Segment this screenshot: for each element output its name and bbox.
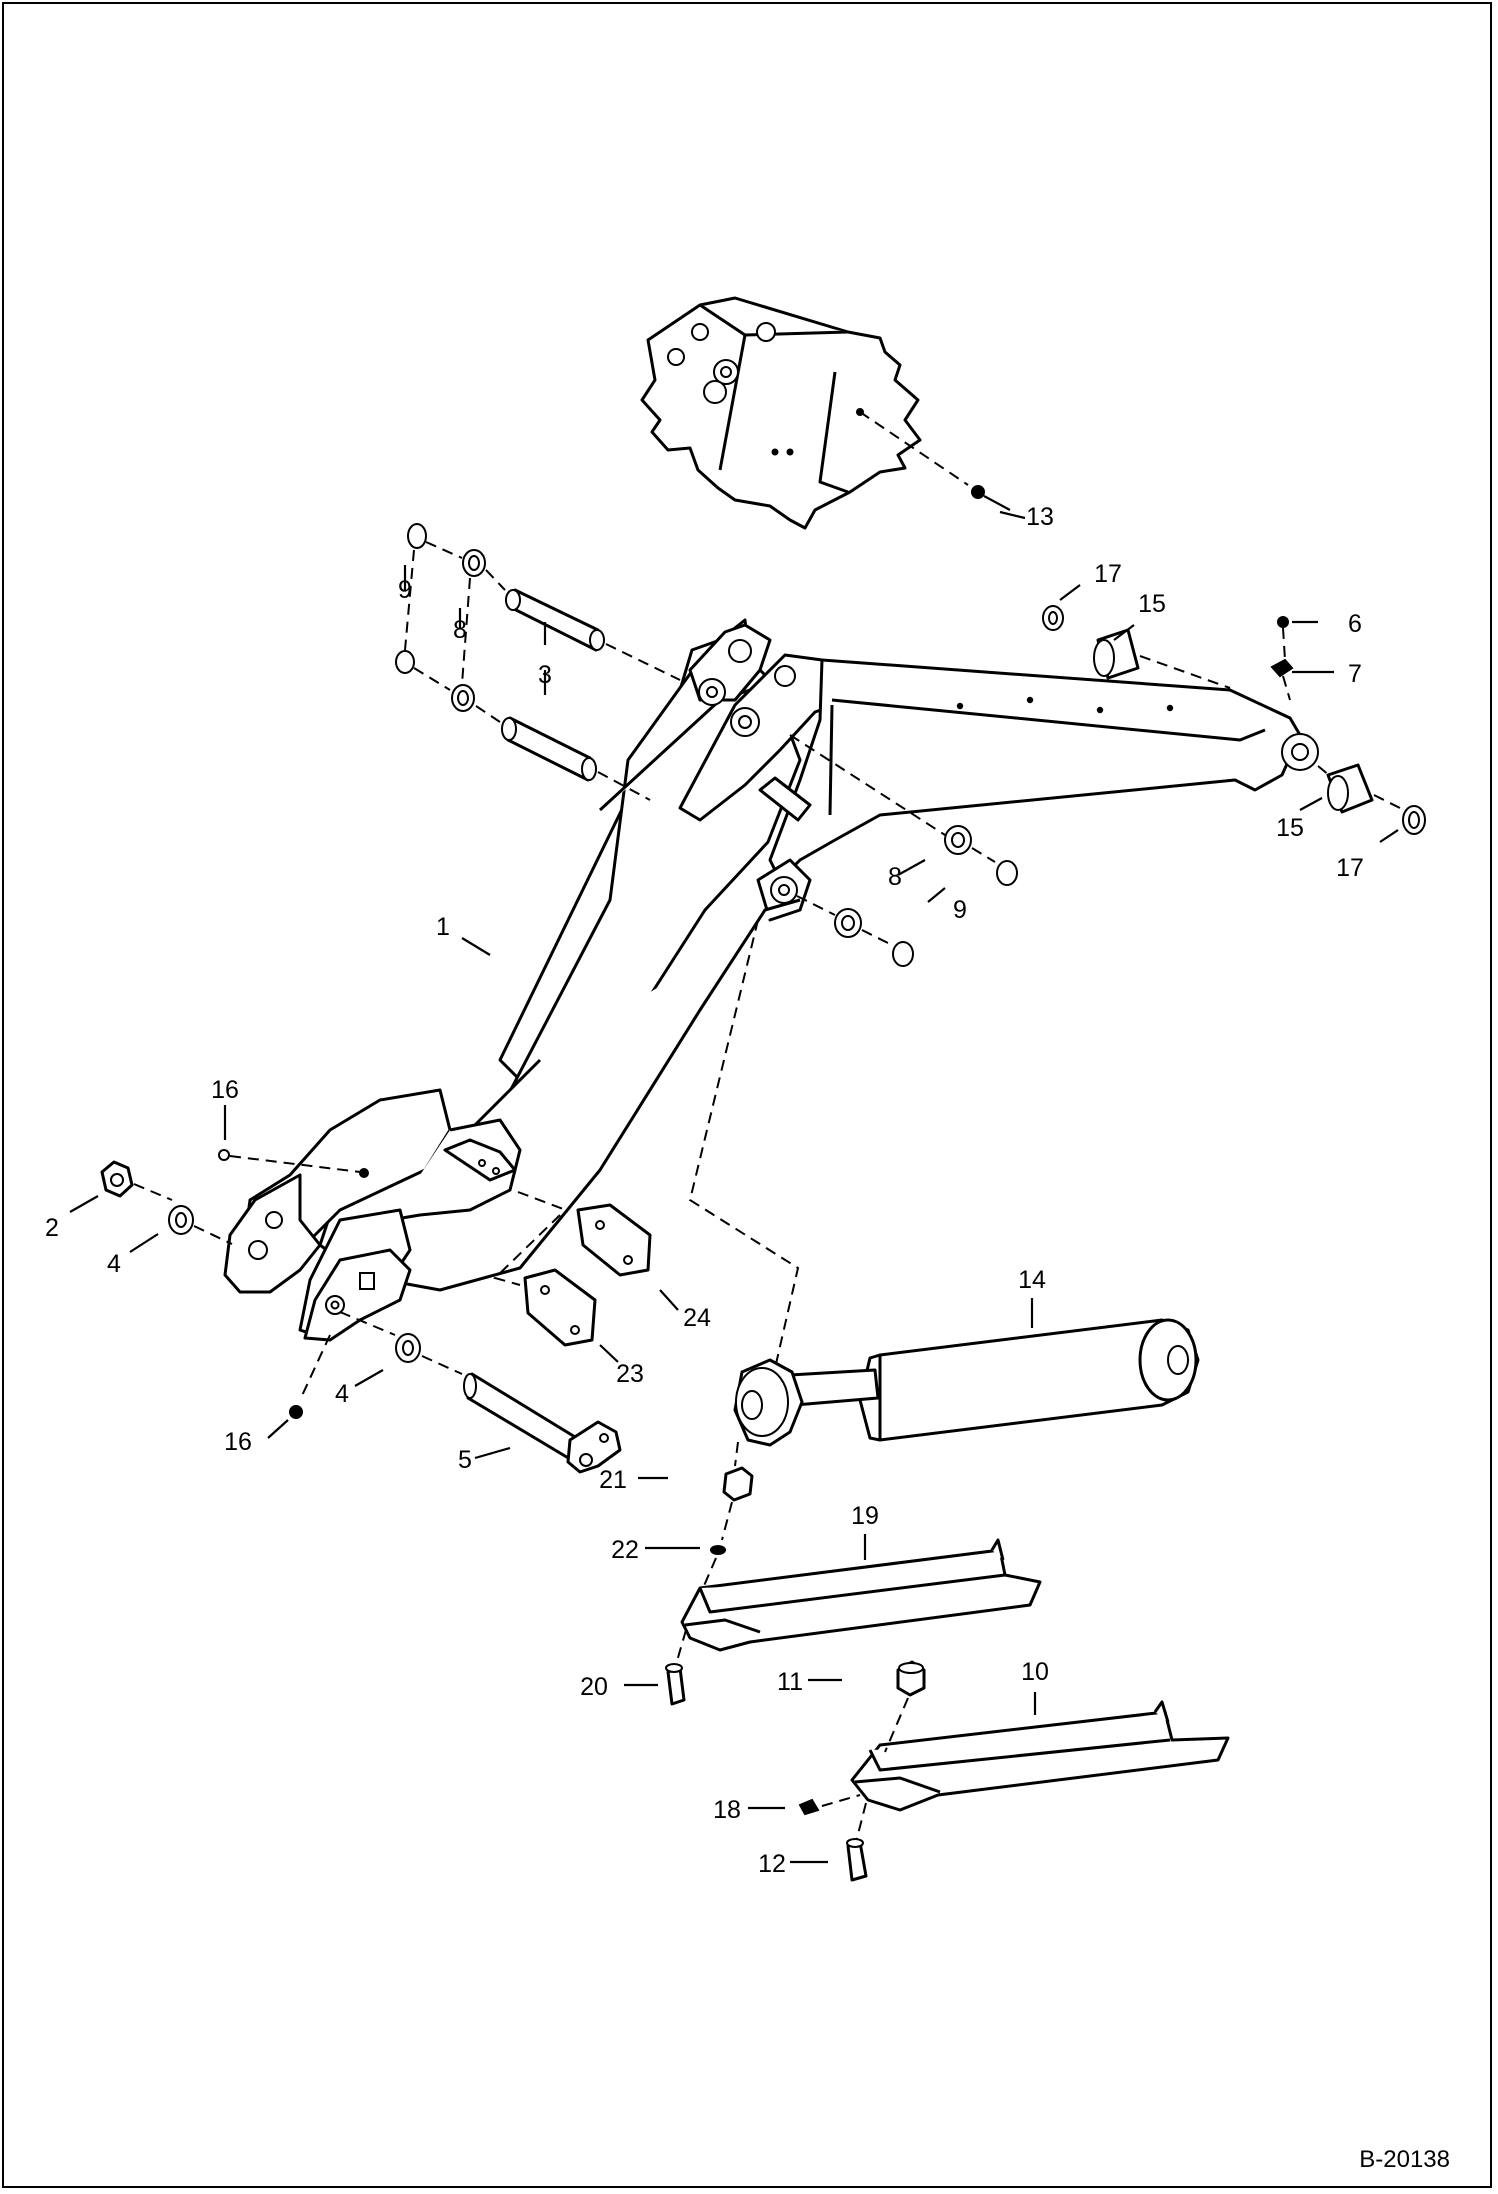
callout-12: 12: [758, 1850, 786, 1878]
guard-lower: [798, 1660, 1230, 1882]
callout-9-upper: 9: [398, 576, 412, 604]
callout-23: 23: [616, 1360, 644, 1388]
figure-reference-code: B-20138: [1359, 2146, 1450, 2173]
leader-lines: [69, 510, 1399, 1864]
callout-5: 5: [458, 1446, 472, 1474]
shim-plates: [493, 1191, 652, 1347]
callout-10: 10: [1021, 1658, 1049, 1686]
callout-8-upper: 8: [453, 616, 467, 644]
boom-foot-hardware: [100, 1149, 622, 1474]
rings-right: [789, 734, 1018, 967]
callout-16-upper: 16: [211, 1076, 239, 1104]
callout-22: 22: [611, 1536, 639, 1564]
callout-17-lower: 17: [1336, 854, 1364, 882]
pivot-pins-upper: [395, 523, 681, 801]
callout-8-right: 8: [888, 863, 902, 891]
callout-labels: 1 2 3 4 4 5 6 7 8 8 9 9 10 11 12 13 14 1…: [45, 503, 1364, 1878]
callout-14: 14: [1018, 1266, 1046, 1294]
callout-4-lower: 4: [335, 1380, 349, 1408]
hydraulic-cylinder: [733, 1318, 1200, 1447]
callout-2: 2: [45, 1214, 59, 1242]
cylinder-fittings: [699, 1441, 754, 1596]
callout-21: 21: [599, 1466, 627, 1494]
callout-15-lower: 15: [1276, 814, 1304, 842]
callout-20: 20: [580, 1673, 608, 1701]
boom: [223, 618, 1319, 1342]
callout-6: 6: [1348, 610, 1362, 638]
callout-15-upper: 15: [1138, 590, 1166, 618]
callout-24: 24: [683, 1304, 711, 1332]
callout-3: 3: [538, 661, 552, 689]
callout-17-upper: 17: [1094, 560, 1122, 588]
cylinder-leader-path: [688, 919, 800, 1391]
callout-18: 18: [713, 1796, 741, 1824]
callout-1: 1: [436, 913, 450, 941]
callout-9-right: 9: [953, 896, 967, 924]
callout-4-left: 4: [107, 1250, 121, 1278]
swing-frame-mount: [640, 296, 1011, 530]
callout-11: 11: [777, 1668, 803, 1696]
callout-13: 13: [1026, 503, 1054, 531]
callout-7: 7: [1348, 660, 1362, 688]
guard-upper: [665, 1538, 1042, 1706]
callout-16-lower: 16: [224, 1428, 252, 1456]
cylinder-mount-hardware: [1042, 605, 1426, 835]
callout-19: 19: [851, 1502, 879, 1530]
